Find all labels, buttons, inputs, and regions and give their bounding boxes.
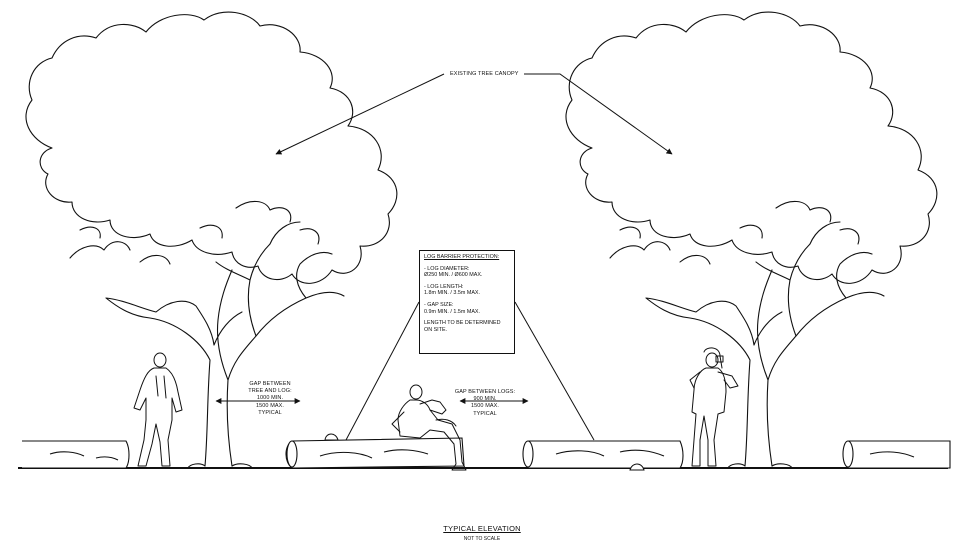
- person-walking-left: [133, 352, 183, 467]
- gap-tree-log-line: GAP BETWEEN: [249, 381, 291, 387]
- note-gap-heading: - GAP SIZE:: [424, 301, 454, 308]
- gap-tree-log-line: TYPICAL: [258, 409, 282, 416]
- gap-logs-label: GAP BETWEEN LOGS: 900 MIN. 1500 MAX. TYP…: [449, 389, 521, 418]
- log-far-left: [22, 440, 130, 469]
- rock-left: [324, 433, 339, 441]
- gap-logs-line: 900 MIN.: [473, 396, 497, 403]
- log-far-right: [842, 440, 951, 469]
- person-seated: [391, 384, 467, 471]
- gap-tree-log-line: TREE AND LOG:: [248, 388, 292, 395]
- gap-logs-line: 1500 MAX.: [470, 403, 500, 410]
- canopy-label: EXISTING TREE CANOPY: [448, 71, 521, 78]
- note-footer-line: ON SITE.: [424, 326, 448, 333]
- note-length-value: 1.8m MIN. / 3.5m MAX.: [424, 290, 481, 297]
- note-diameter-value: Ø250 MIN. / Ø600 MAX.: [424, 272, 483, 279]
- person-standing-right: [689, 347, 739, 467]
- canopy-leader-left: [275, 73, 445, 155]
- gap-tree-log-line: 1000 MIN.: [256, 395, 284, 402]
- log-barrier-note: LOG BARRIER PROTECTION: - LOG DIAMETER: …: [419, 250, 515, 354]
- drawing-title: TYPICAL ELEVATION: [443, 524, 521, 533]
- gap-tree-log-line: 1500 MAX.: [255, 402, 285, 409]
- right-tree-canopy: [565, 11, 938, 284]
- note-length-heading: - LOG LENGTH:: [424, 283, 464, 290]
- canopy-leader-right: [524, 73, 673, 155]
- right-tree-trunk: [645, 221, 885, 467]
- note-title: LOG BARRIER PROTECTION:: [424, 254, 500, 260]
- drawing-subtitle: NOT TO SCALE: [463, 536, 501, 542]
- gap-tree-log-label: GAP BETWEEN TREE AND LOG: 1000 MIN. 1500…: [240, 381, 300, 417]
- note-footer-line: LENGTH TO BE DETERMINED: [424, 320, 501, 327]
- note-gap-value: 0.9m MIN. / 1.5m MAX.: [424, 308, 481, 315]
- rock-right: [629, 463, 645, 471]
- left-tree-trunk: [105, 221, 345, 467]
- log-center-left: [285, 437, 465, 469]
- left-tree-canopy: [25, 11, 398, 284]
- log-center-right: [522, 440, 684, 469]
- gap-logs-line: TYPICAL: [473, 410, 497, 417]
- projection-line-right: [514, 301, 595, 441]
- projection-line-left: [345, 301, 420, 441]
- gap-logs-line: GAP BETWEEN LOGS:: [454, 389, 516, 395]
- note-diameter-heading: - LOG DIAMETER:: [424, 265, 470, 272]
